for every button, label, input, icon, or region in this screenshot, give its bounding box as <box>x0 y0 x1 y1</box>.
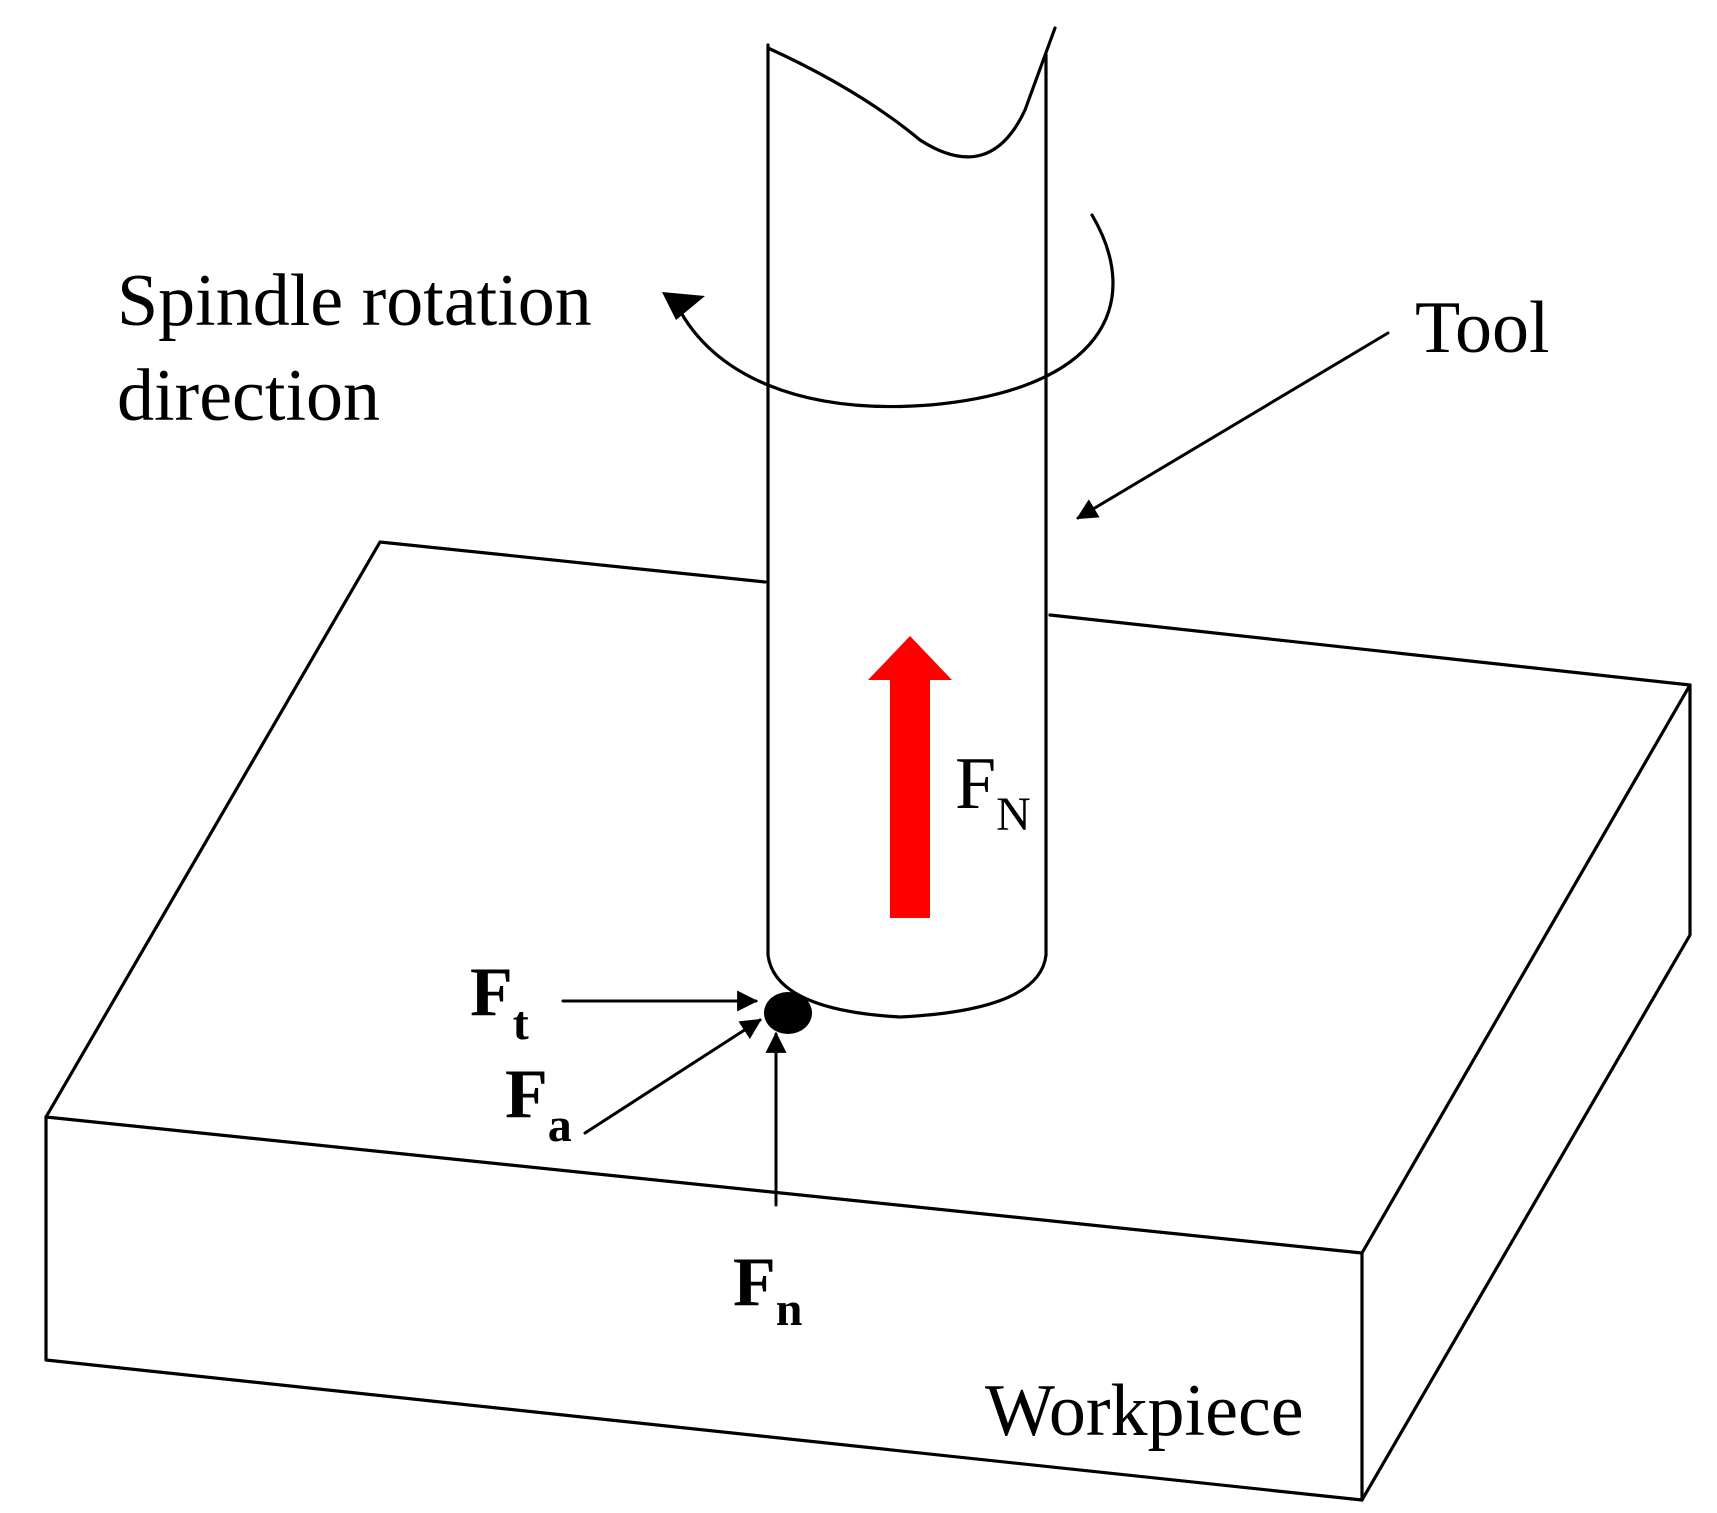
tool-pointer-arrow <box>1076 331 1390 520</box>
workpiece-label: Workpiece <box>985 1370 1304 1452</box>
tool-broken-top <box>766 26 1057 159</box>
tool-cylinder <box>766 26 1057 1019</box>
workpiece-block <box>44 540 1692 1502</box>
spindle-rotation-arrow <box>662 213 1115 409</box>
tangential-force-subscript: t <box>513 997 529 1050</box>
workpiece-top-face <box>44 540 1692 1255</box>
axial-force-subscript: a <box>548 1099 572 1152</box>
axial-force-arrow <box>583 1018 762 1135</box>
normal-force-main: F <box>733 1244 776 1321</box>
spindle-force-subscript: N <box>996 788 1031 841</box>
normal-force-subscript: n <box>776 1283 803 1336</box>
tangential-force-label: Ft <box>470 954 529 1050</box>
normal-force-label: Fn <box>733 1244 802 1336</box>
axial-force-main: F <box>505 1056 548 1133</box>
workpiece-right-face <box>1360 683 1692 1502</box>
spindle-rotation-label-line1: Spindle rotation <box>117 260 592 342</box>
workpiece-front-face <box>44 1115 1364 1502</box>
spindle-force-main: F <box>955 743 996 825</box>
spindle-force-label: FN <box>955 743 1031 841</box>
tool-label: Tool <box>1415 287 1550 369</box>
spindle-force-arrow <box>868 636 952 918</box>
tool-bottom-edge <box>766 953 1048 1019</box>
axial-force-label: Fa <box>505 1056 572 1152</box>
tangential-force-main: F <box>470 954 513 1031</box>
cutting-point-dot <box>764 992 812 1034</box>
spindle-rotation-label-line2: direction <box>117 355 380 437</box>
